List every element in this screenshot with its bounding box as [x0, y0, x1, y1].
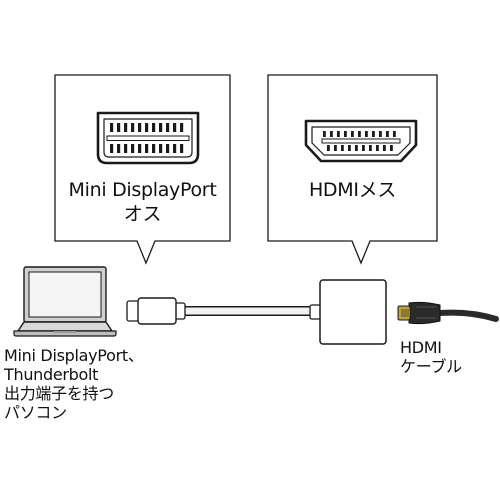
callout-right-line1: HDMIメス — [308, 179, 397, 201]
hdmi-cable-icon — [397, 301, 499, 325]
callout-mini-displayport — [54, 74, 231, 265]
callout-hdmi-female — [267, 74, 438, 265]
callout-left-line1: Mini DisplayPort — [68, 179, 217, 201]
computer-label-line4: パソコン — [4, 403, 67, 422]
cable-label: HDMI ケーブル — [400, 338, 462, 376]
computer-label-line3: 出力端子を持つ — [4, 384, 114, 403]
computer-label: Mini DisplayPort、 Thunderbolt 出力端子を持つ パソ… — [4, 346, 144, 422]
callout-left-line2: オス — [123, 203, 162, 225]
cable-label-line2: ケーブル — [400, 357, 462, 376]
hdmi-adapter-box-icon — [309, 279, 387, 345]
callout-right-label: HDMIメス — [268, 178, 437, 202]
mini-displayport-plug-icon — [126, 297, 177, 325]
adapter-cable — [172, 302, 318, 320]
hdmi-port-icon — [304, 119, 418, 163]
mini-displayport-connector-icon — [96, 111, 200, 165]
computer-label-line1: Mini DisplayPort、 — [4, 346, 144, 365]
computer-label-line2: Thunderbolt — [4, 365, 99, 384]
callout-left-label: Mini DisplayPort オス — [55, 178, 230, 226]
laptop-icon — [13, 266, 117, 337]
cable-label-line1: HDMI — [400, 338, 442, 357]
